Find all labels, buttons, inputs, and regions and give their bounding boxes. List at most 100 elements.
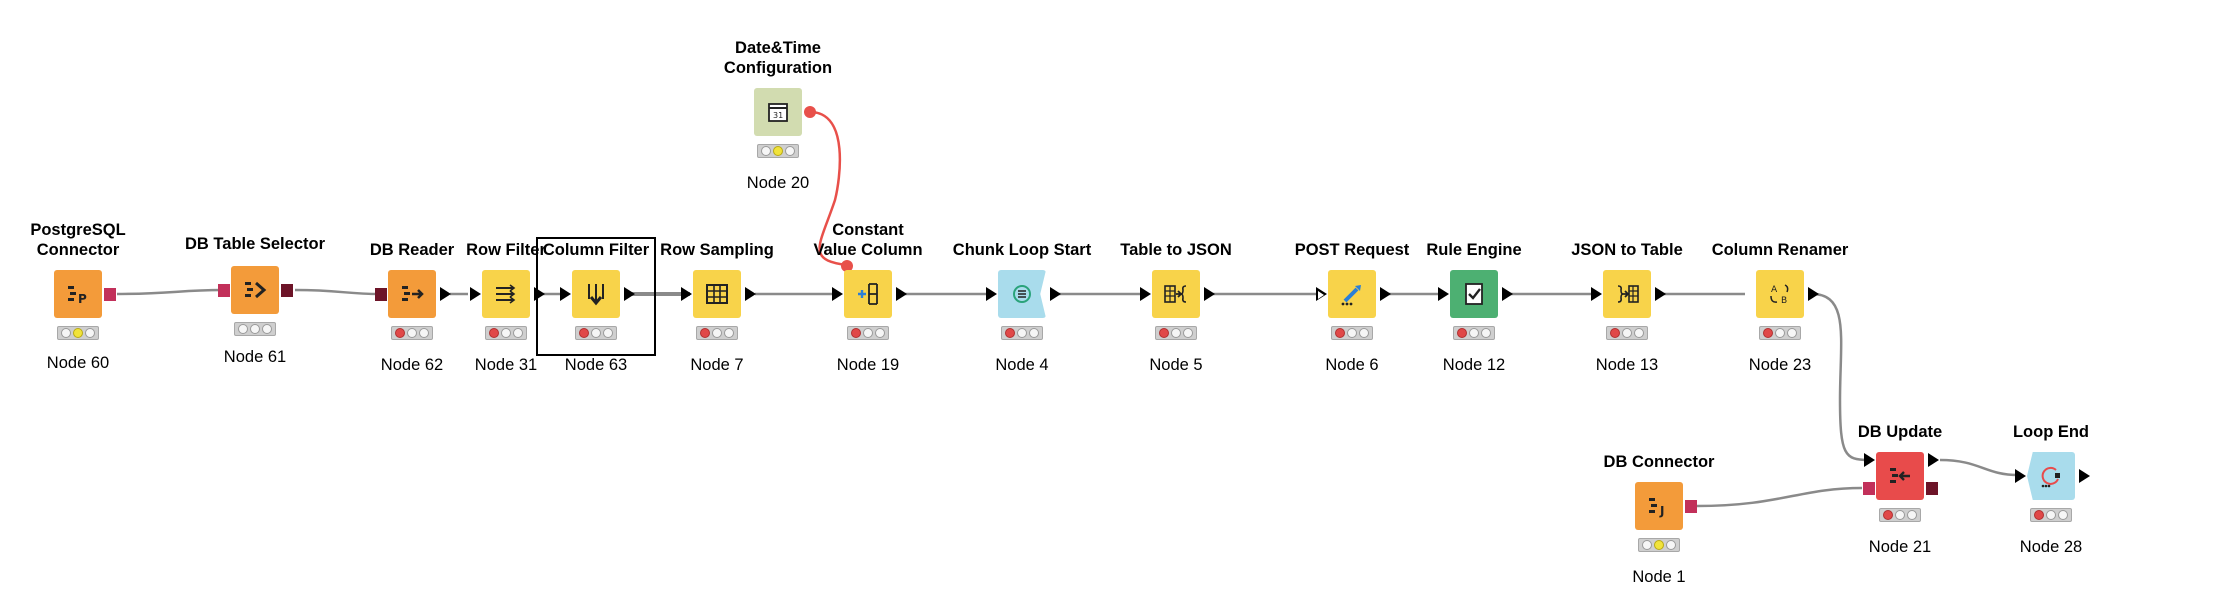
json-table-icon[interactable] (1603, 270, 1651, 318)
data-input-port[interactable] (1438, 287, 1449, 301)
status-lights (485, 326, 527, 340)
connection-60-61[interactable] (116, 288, 223, 296)
data-output-port[interactable] (1380, 287, 1391, 301)
flow-variable-output-port[interactable] (804, 106, 816, 118)
data-input-port[interactable] (1864, 453, 1875, 467)
node-title: Loop End (2012, 423, 2090, 441)
row-filter-icon[interactable] (482, 270, 530, 318)
connection-61-62[interactable] (294, 288, 381, 296)
node-label: Node 31 (474, 356, 538, 374)
data-output-port[interactable] (745, 287, 756, 301)
status-lights (57, 326, 99, 340)
status-lights (1155, 326, 1197, 340)
db-output-port[interactable] (104, 288, 116, 301)
node-title: Row Filter (466, 241, 546, 259)
status-light (1359, 328, 1369, 338)
db-input-port[interactable] (1863, 482, 1875, 495)
data-input-port[interactable] (1140, 287, 1151, 301)
node-title: Rule Engine (1426, 241, 1522, 259)
connection-21-28[interactable] (1939, 458, 2019, 477)
column-filter-icon[interactable] (572, 270, 620, 318)
status-lights (1001, 326, 1043, 340)
data-input-port[interactable] (560, 287, 571, 301)
data-input-port[interactable] (470, 287, 481, 301)
node-title: Constant Value Column (813, 221, 923, 259)
node-label: Node 19 (836, 356, 900, 374)
status-light (262, 324, 272, 334)
status-light (773, 146, 783, 156)
data-output-port[interactable] (1655, 287, 1666, 301)
flow-variable-input-port[interactable] (841, 260, 853, 272)
db-reader-icon[interactable] (388, 270, 436, 318)
status-light (1654, 540, 1664, 550)
node-label: Node 28 (2019, 538, 2083, 556)
status-light (2034, 510, 2044, 520)
status-light (1763, 328, 1773, 338)
node-label: Node 5 (1149, 356, 1203, 374)
connection-1-21[interactable] (1696, 486, 1863, 508)
data-output-port[interactable] (2079, 469, 2090, 483)
data-output-port[interactable] (1050, 287, 1061, 301)
constant-column-icon[interactable] (844, 270, 892, 318)
status-light (1634, 328, 1644, 338)
row-sampling-icon[interactable] (693, 270, 741, 318)
table-json-icon[interactable] (1152, 270, 1200, 318)
status-light (724, 328, 734, 338)
loop-end-icon[interactable] (2027, 452, 2075, 500)
node-label: Node 4 (995, 356, 1049, 374)
node-title: Table to JSON (1120, 241, 1232, 259)
status-light (489, 328, 499, 338)
status-light (1622, 328, 1632, 338)
db-j-icon[interactable]: J (1635, 482, 1683, 530)
db-output-port[interactable] (281, 284, 293, 297)
data-input-port[interactable] (681, 287, 692, 301)
data-output-port[interactable] (1204, 287, 1215, 301)
data-output-port[interactable] (1502, 287, 1513, 301)
node-label: Node 63 (564, 356, 628, 374)
node-label: Node 61 (223, 348, 287, 366)
status-light (1335, 328, 1345, 338)
calendar-icon[interactable]: 31 (754, 88, 802, 136)
rule-engine-icon[interactable] (1450, 270, 1498, 318)
node-label: Node 13 (1595, 356, 1659, 374)
loop-start-icon[interactable] (998, 270, 1046, 318)
status-light (1159, 328, 1169, 338)
status-light (1347, 328, 1357, 338)
db-update-icon[interactable] (1876, 452, 1924, 500)
data-input-port[interactable] (1591, 287, 1602, 301)
status-light (501, 328, 511, 338)
data-input-port[interactable] (832, 287, 843, 301)
db-input-port[interactable] (375, 288, 387, 301)
data-output-port[interactable] (1928, 453, 1939, 467)
status-light (785, 146, 795, 156)
status-light (1666, 540, 1676, 550)
post-request-icon[interactable] (1328, 270, 1376, 318)
status-light (61, 328, 71, 338)
data-output-port[interactable] (440, 287, 451, 301)
db-input-port[interactable] (218, 284, 230, 297)
status-light (1895, 510, 1905, 520)
status-light (407, 328, 417, 338)
node-selection-frame (536, 237, 656, 356)
db-output-port[interactable] (1926, 482, 1938, 495)
db-p-icon[interactable]: P (54, 270, 102, 318)
status-light (591, 328, 601, 338)
data-output-port[interactable] (534, 287, 545, 301)
data-input-port[interactable] (2015, 469, 2026, 483)
data-input-port[interactable] (986, 287, 997, 301)
data-output-port[interactable] (624, 287, 635, 301)
status-lights (2030, 508, 2072, 522)
status-light (1171, 328, 1181, 338)
data-output-port[interactable] (1808, 287, 1819, 301)
status-light (1907, 510, 1917, 520)
node-title: Date&Time Configuration (723, 39, 833, 77)
status-light (2046, 510, 2056, 520)
db-output-port[interactable] (1685, 500, 1697, 513)
status-light (1610, 328, 1620, 338)
db-selector-icon[interactable] (231, 266, 279, 314)
status-light (1481, 328, 1491, 338)
data-output-port[interactable] (896, 287, 907, 301)
node-title: DB Update (1857, 423, 1943, 441)
